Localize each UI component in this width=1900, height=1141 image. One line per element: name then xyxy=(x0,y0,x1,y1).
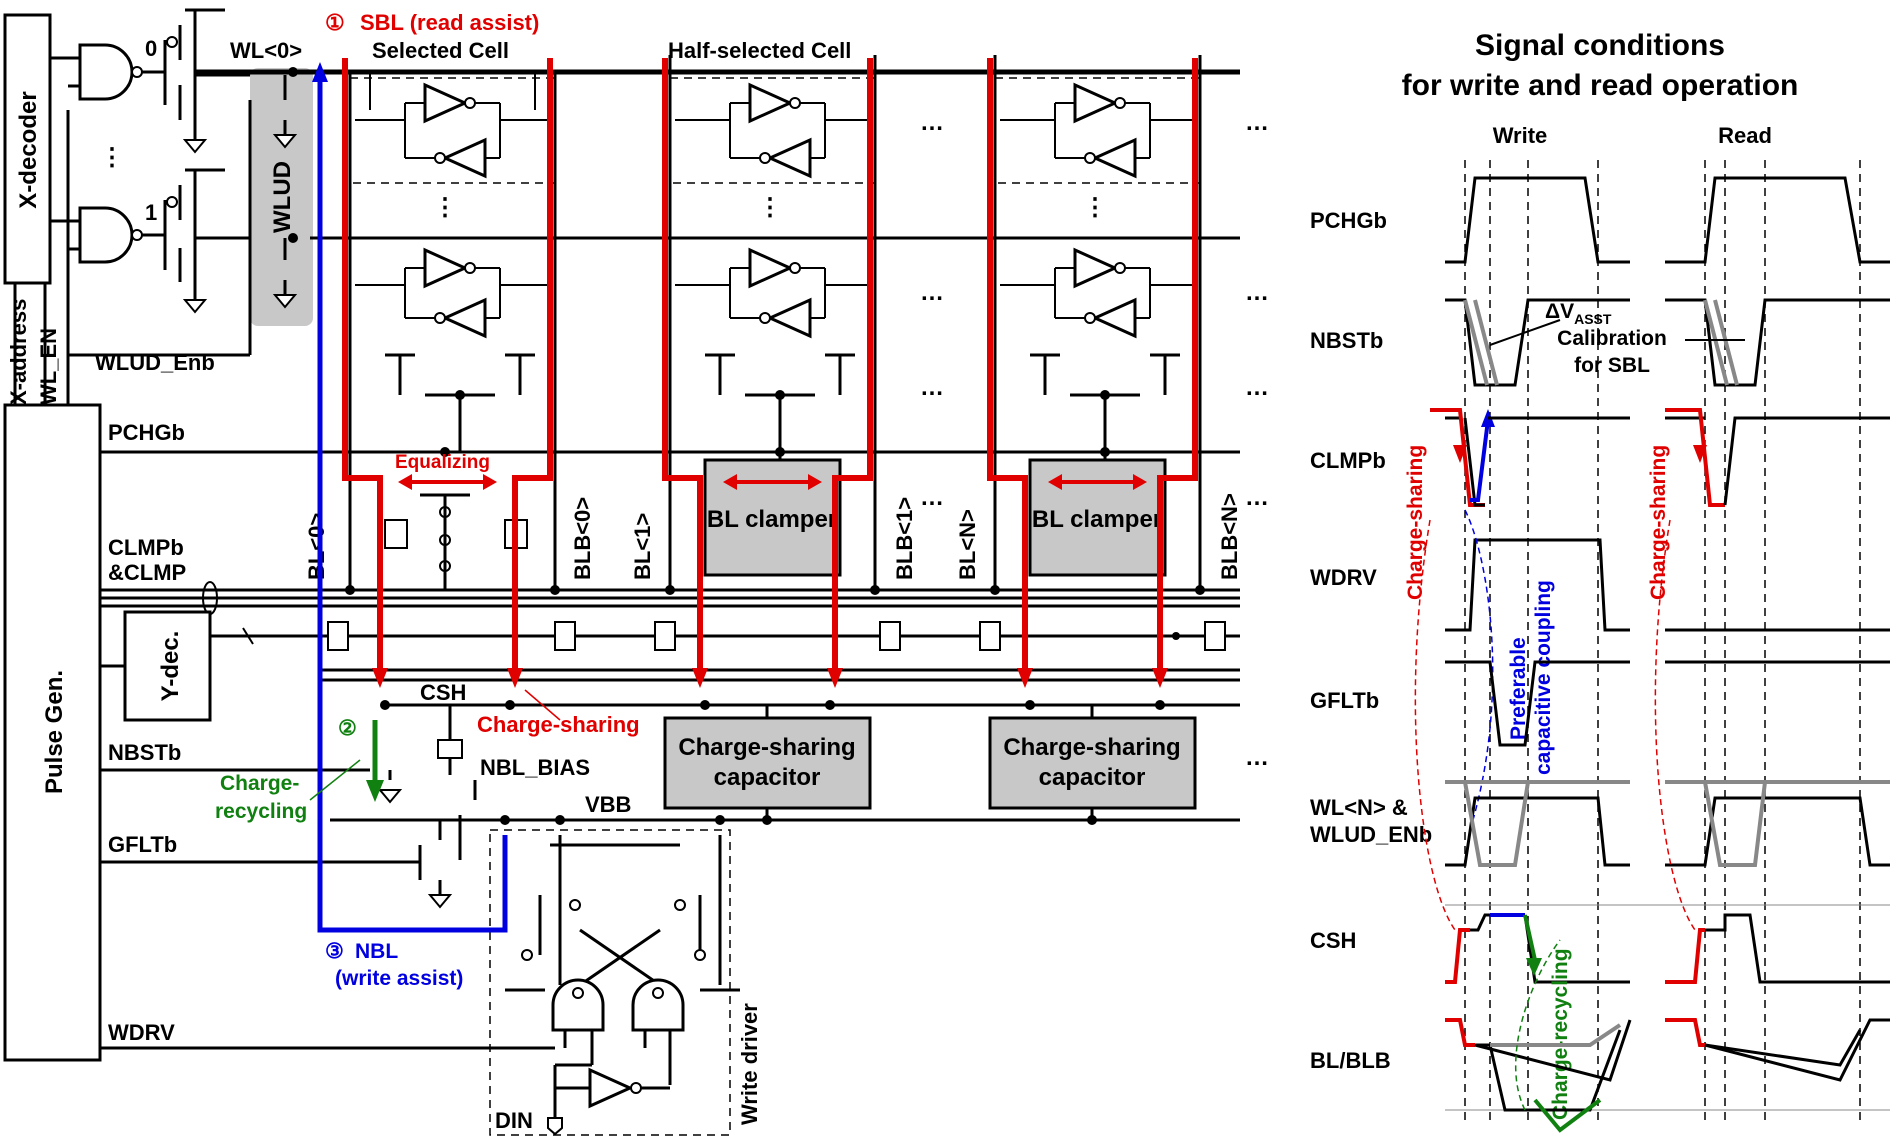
nbl-num: ③ xyxy=(325,940,344,963)
charge-sharing-capacitor-n: Charge-sharing capacitor xyxy=(988,716,1197,810)
charge-recycling-1: Charge- xyxy=(220,772,299,795)
col-dots-4: … xyxy=(920,484,944,511)
col-dots-6: … xyxy=(1245,279,1269,306)
row1-label: 1 xyxy=(145,200,157,225)
recycle-num: ② xyxy=(338,717,357,740)
col-dots-8: … xyxy=(1245,484,1269,511)
vbb-label: VBB xyxy=(585,792,631,817)
delta-v-label: ΔVASST xyxy=(1545,300,1612,327)
write-driver-label: Write driver xyxy=(737,1003,762,1125)
timing-panel: Signal conditions for write and read ope… xyxy=(1310,29,1890,1133)
for-sbl-label: for SBL xyxy=(1574,354,1650,377)
wl0-label: WL<0> xyxy=(230,38,302,63)
sig-wlud-enb: WLUD_ENb xyxy=(1310,822,1432,847)
sig-wdrv: WDRV xyxy=(1310,565,1377,590)
bl-clamper-1: BL clamper xyxy=(703,458,842,577)
row-ellipsis: ⋮ xyxy=(100,144,124,171)
wlud-label: WLUD xyxy=(269,161,296,233)
cell-vdots-n: ⋮ xyxy=(1083,194,1107,221)
nbstb-label: NBSTb xyxy=(108,740,181,765)
pulse-gen-block: Pulse Gen. xyxy=(3,403,102,1062)
clmpb-label: CLMPb xyxy=(108,535,184,560)
charge-sharing-label: Charge-sharing xyxy=(477,712,640,737)
nand-gate-row1 xyxy=(50,206,143,264)
charge-recycling-green xyxy=(309,720,384,802)
charge-sharing-read-label: Charge-sharing xyxy=(1647,445,1670,600)
col-dots-5: … xyxy=(1245,109,1269,136)
blb0-label: BLB<0> xyxy=(570,497,595,580)
sig-pchgb: PCHGb xyxy=(1310,208,1387,233)
sig-clmpb: CLMPb xyxy=(1310,448,1386,473)
pulse-gen-label: Pulse Gen. xyxy=(41,670,68,794)
col-dots-2: … xyxy=(920,279,944,306)
sig-bl-blb: BL/BLB xyxy=(1310,1048,1391,1073)
sig-wl-n: WL<N> & xyxy=(1310,795,1408,820)
gfltb-label: GFLTb xyxy=(108,832,177,857)
equalizing-label: Equalizing xyxy=(395,452,490,473)
nbl-bias-label: NBL_BIAS xyxy=(480,755,590,780)
cell-vdots-0: ⋮ xyxy=(433,194,457,221)
selected-cell-label: Selected Cell xyxy=(372,38,509,63)
write-assist-label: (write assist) xyxy=(335,967,463,990)
col-dots-1: … xyxy=(920,109,944,136)
charge-recycling-timing: Charge-recycling xyxy=(1549,948,1572,1120)
nand-gate-row0 xyxy=(50,43,143,101)
clmp-label: &CLMP xyxy=(108,560,186,585)
nbl-blue-path xyxy=(312,62,508,933)
y-dec-label: Y-dec. xyxy=(157,631,184,702)
sbl-num: ① xyxy=(325,10,345,35)
bl-clamper-1-label: BL clamper xyxy=(707,506,837,533)
timing-title-1: Signal conditions xyxy=(1475,29,1725,62)
blbn-label: BLB<N> xyxy=(1217,493,1242,580)
bl1-label: BL<1> xyxy=(630,513,655,580)
x-decoder-block: X-decoder xyxy=(3,13,52,285)
col-dots-3: … xyxy=(920,374,944,401)
x-decoder-label: X-decoder xyxy=(15,91,42,208)
preferable-label-1: Preferable xyxy=(1507,637,1530,740)
col-dots-7: … xyxy=(1245,374,1269,401)
x-address-label: X-address xyxy=(6,299,31,405)
wl-en-label: WL_EN xyxy=(36,328,61,405)
col-dots-9: … xyxy=(1245,744,1269,771)
bl-clamper-n-label: BL clamper xyxy=(1032,506,1162,533)
col-read-label: Read xyxy=(1718,123,1772,148)
csc2-line1: Charge-sharing xyxy=(1003,734,1180,761)
csc1-line2: capacitor xyxy=(714,764,821,791)
row0-label: 0 xyxy=(145,36,157,61)
sig-nbstb: NBSTb xyxy=(1310,328,1383,353)
csc2-line2: capacitor xyxy=(1039,764,1146,791)
wdrv-label: WDRV xyxy=(108,1020,175,1045)
column-n xyxy=(993,55,1202,590)
y-dec-block xyxy=(123,610,212,722)
sig-csh: CSH xyxy=(1310,928,1356,953)
cell-vdots-1: ⋮ xyxy=(758,194,782,221)
charge-sharing-capacitor-1: Charge-sharing capacitor xyxy=(663,716,872,810)
calibration-label: Calibration xyxy=(1557,327,1667,350)
wlud-enb-label: WLUD_Enb xyxy=(95,350,215,375)
timing-title-2: for write and read operation xyxy=(1402,69,1799,102)
charge-recycling-2: recycling xyxy=(215,800,307,823)
write-driver-block xyxy=(489,829,740,1136)
half-selected-cell-label: Half-selected Cell xyxy=(668,38,851,63)
blb1-label: BLB<1> xyxy=(892,497,917,580)
charge-sharing-write-label: Charge-sharing xyxy=(1404,445,1427,600)
sig-gfltb: GFLTb xyxy=(1310,688,1379,713)
bln-label: BL<N> xyxy=(955,509,980,580)
nbl-label: NBL xyxy=(355,940,398,963)
sbl-label: SBL (read assist) xyxy=(360,10,539,35)
col-write-label: Write xyxy=(1493,123,1548,148)
csh-label: CSH xyxy=(420,680,466,705)
bl0-label: BL<0> xyxy=(304,513,329,580)
preferable-label-2: capacitive coupling xyxy=(1532,580,1555,775)
bl-clamper-n: BL clamper xyxy=(1028,458,1167,577)
pchgb-label: PCHGb xyxy=(108,420,185,445)
din-label: DIN xyxy=(495,1108,533,1133)
wlud-block xyxy=(250,68,313,326)
csc1-line1: Charge-sharing xyxy=(678,734,855,761)
sbl-red-paths xyxy=(342,58,1198,721)
